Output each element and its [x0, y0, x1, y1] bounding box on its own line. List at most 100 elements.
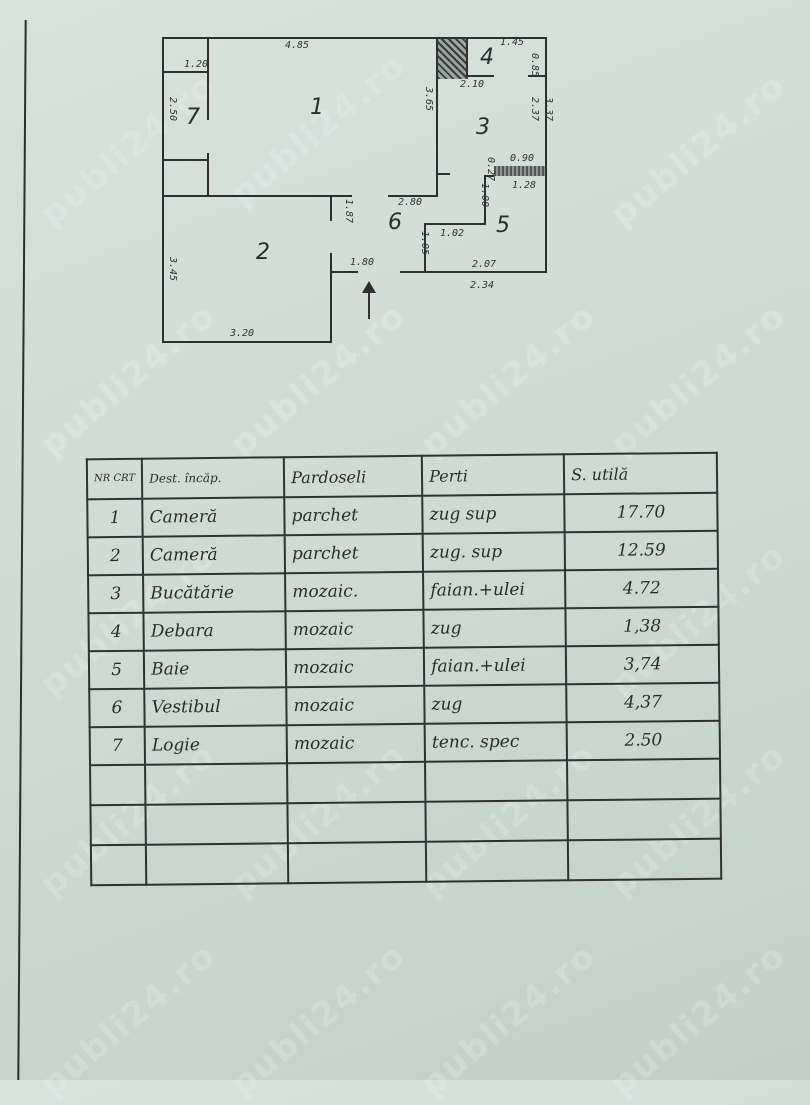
wall: [162, 71, 207, 73]
cell-nr: 1: [87, 498, 143, 538]
wall: [436, 37, 438, 197]
table-row: 6 Vestibul mozaic zug 4,37: [89, 682, 720, 728]
wall: [528, 75, 545, 77]
wall: [424, 223, 426, 273]
dimension-label: 2.80: [398, 197, 423, 208]
dimension-label: 1.00: [479, 183, 490, 208]
room-number: 3: [476, 115, 490, 140]
cell-pereti: faian.+ulei: [423, 570, 566, 610]
cell-pereti: zug sup: [422, 494, 565, 534]
watermark: publi24.ro: [602, 65, 795, 235]
dimension-label: 3.37: [543, 97, 554, 122]
dimension-label: 1.87: [343, 199, 354, 224]
cell-dest: Logie: [144, 725, 288, 765]
wall: [162, 37, 547, 39]
table-row-empty: [90, 758, 721, 806]
watermark: publi24.ro: [602, 295, 795, 465]
cell-suprafata: 1,38: [565, 606, 719, 647]
table-row: 2 Cameră parchet zug. sup 12.59: [87, 530, 719, 576]
table-row: 7 Logie mozaic tenc. spec 2.50: [89, 720, 720, 766]
table-header-row: NR CRT Dest. încăp. Pardoseli Perti S. u…: [86, 452, 718, 500]
room-number: 7: [186, 105, 200, 130]
watermark: publi24.ro: [412, 935, 605, 1105]
cell-suprafata: 12.59: [564, 530, 719, 571]
wall: [545, 37, 547, 273]
header-pardoseli: Pardoseli: [283, 455, 423, 498]
dimension-label: 0.85: [529, 53, 540, 78]
cell-pereti: zug. sup: [422, 532, 566, 572]
dimension-label: 1.45: [500, 37, 525, 48]
hatched-chimney: [438, 39, 468, 79]
table-row-empty: [90, 798, 721, 846]
dimension-label: 1.80: [350, 257, 375, 268]
cell-dest: Debara: [143, 611, 286, 651]
wall: [207, 153, 209, 195]
page-margin-line: [17, 20, 27, 1080]
header-nr: NR CRT: [86, 458, 143, 500]
dimension-label: 2.07: [472, 259, 497, 270]
cell-nr: 5: [88, 650, 145, 690]
entrance-arrow-icon: [362, 281, 376, 319]
cell-suprafata: 3,74: [565, 644, 720, 685]
cell-pardoseli: parchet: [284, 533, 424, 574]
cell-dest: Cameră: [142, 535, 286, 575]
wall: [436, 173, 450, 175]
cell-pereti: zug: [423, 608, 566, 648]
cell-dest: Cameră: [142, 497, 285, 537]
header-dest: Dest. încăp.: [141, 457, 285, 499]
watermark: publi24.ro: [602, 935, 795, 1105]
dimension-label: 4.85: [285, 40, 310, 51]
watermark: publi24.ro: [222, 935, 415, 1105]
dimension-label: 3.45: [167, 257, 178, 282]
header-suprafata: S. utilă: [563, 452, 718, 495]
dimension-label: 1.28: [512, 180, 537, 191]
cell-suprafata: 2.50: [566, 720, 720, 761]
wall: [466, 75, 494, 77]
cell-pereti: tenc. spec: [424, 722, 568, 762]
cell-nr: 7: [89, 726, 146, 766]
cell-nr: 6: [89, 688, 145, 728]
table-row-empty: [90, 838, 722, 886]
dimension-label: 0.90: [510, 153, 535, 164]
dimension-label: 2.50: [167, 97, 178, 122]
dimension-label: 3.65: [423, 87, 434, 112]
room-number: 2: [256, 240, 270, 265]
wall: [466, 37, 468, 77]
wall: [162, 37, 164, 343]
wall: [330, 253, 332, 343]
dimension-label: 2.10: [460, 79, 485, 90]
cell-dest: Bucătărie: [143, 573, 286, 613]
wall: [162, 159, 207, 161]
cell-suprafata: 4,37: [566, 682, 720, 723]
table-row: 4 Debara mozaic zug 1,38: [88, 606, 719, 652]
cell-suprafata: 17.70: [564, 492, 718, 533]
cell-pardoseli: mozaic: [286, 723, 426, 764]
cell-pardoseli: mozaic: [285, 647, 425, 688]
cell-pardoseli: mozaic.: [285, 571, 424, 612]
wall: [162, 341, 330, 343]
cell-dest: Vestibul: [144, 687, 287, 727]
wall: [330, 271, 358, 273]
wall: [400, 271, 547, 273]
wall: [388, 195, 436, 197]
dimension-label: 1.20: [184, 59, 209, 70]
dimension-label: 0.27: [485, 157, 496, 182]
wall: [484, 175, 494, 177]
cell-suprafata: 4.72: [565, 568, 719, 609]
dimension-label: 1.02: [440, 228, 465, 239]
wall: [162, 195, 352, 197]
floor-plan: 1 2 3 4 5 6 7 4.85 1.20 2.50 3.65 1.87 3…: [160, 35, 554, 345]
header-pereti: Perti: [421, 454, 565, 496]
table-row: 3 Bucătărie mozaic. faian.+ulei 4.72: [88, 568, 719, 614]
wall: [207, 37, 209, 120]
wall: [424, 223, 484, 225]
cell-nr: 2: [87, 536, 144, 576]
dimension-label: 1.05: [419, 231, 430, 256]
cell-pereti: faian.+ulei: [423, 646, 567, 686]
room-number: 6: [388, 210, 402, 235]
room-area-table: NR CRT Dest. încăp. Pardoseli Perti S. u…: [86, 452, 722, 886]
wall: [484, 175, 486, 225]
watermark: publi24.ro: [32, 935, 225, 1105]
table-row: 5 Baie mozaic faian.+ulei 3,74: [88, 644, 720, 690]
wall: [330, 195, 332, 221]
